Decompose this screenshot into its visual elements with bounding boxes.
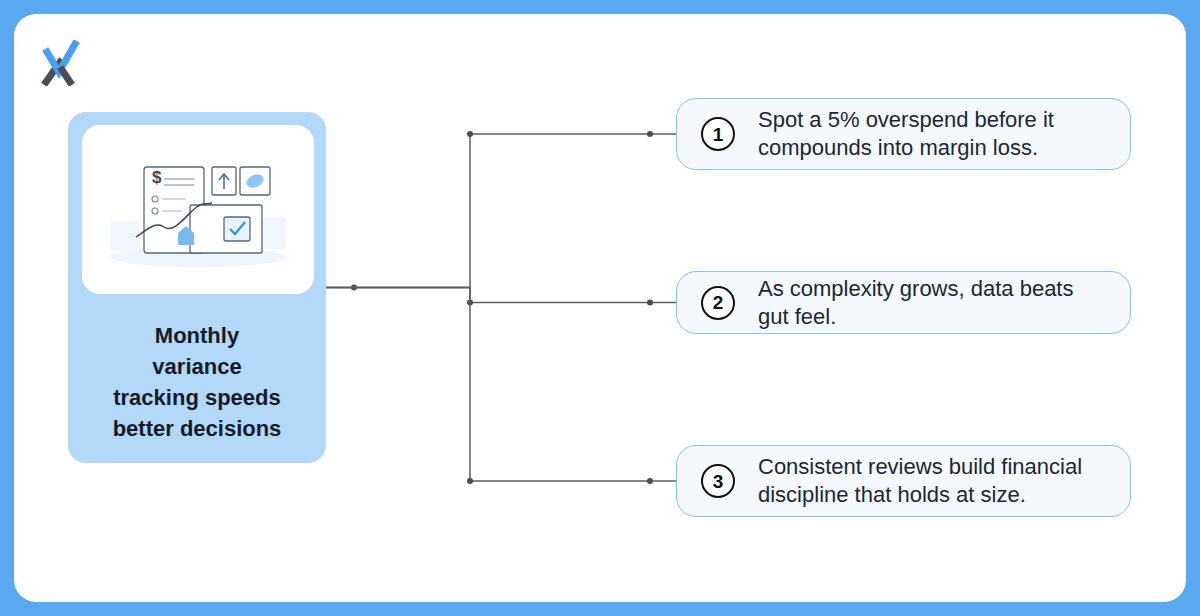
point-box: As complexity grows, data beats gut feel…: [676, 271, 1131, 334]
callout-circle: 1: [701, 117, 735, 151]
callout-number: 2: [713, 293, 724, 312]
junction-dot: [647, 300, 653, 306]
point-text: Spot a 5% overspend before it compounds …: [758, 106, 1093, 162]
point-text: Consistent reviews build financial disci…: [758, 453, 1093, 509]
junction-dot: [467, 131, 473, 137]
junction-dot: [467, 478, 473, 484]
callout-number: 1: [713, 125, 724, 144]
callout-circle: 3: [701, 464, 735, 498]
point-box: Consistent reviews build financial disci…: [676, 445, 1131, 517]
point-box: Spot a 5% overspend before it compounds …: [676, 98, 1131, 170]
finance-illustration: [82, 125, 314, 294]
panel-title: Monthly variance tracking speeds better …: [110, 320, 284, 444]
currency-symbol: $: [152, 169, 161, 186]
junction-dot: [647, 131, 653, 137]
branch-connector: [326, 288, 676, 303]
point-text: As complexity grows, data beats gut feel…: [758, 275, 1093, 331]
branch-connector: [326, 288, 676, 482]
callout-number: 3: [713, 472, 724, 491]
callout-circle: 2: [701, 286, 735, 320]
brand-logo: [40, 40, 80, 86]
branch-connector: [326, 134, 676, 288]
junction-dot: [647, 478, 653, 484]
